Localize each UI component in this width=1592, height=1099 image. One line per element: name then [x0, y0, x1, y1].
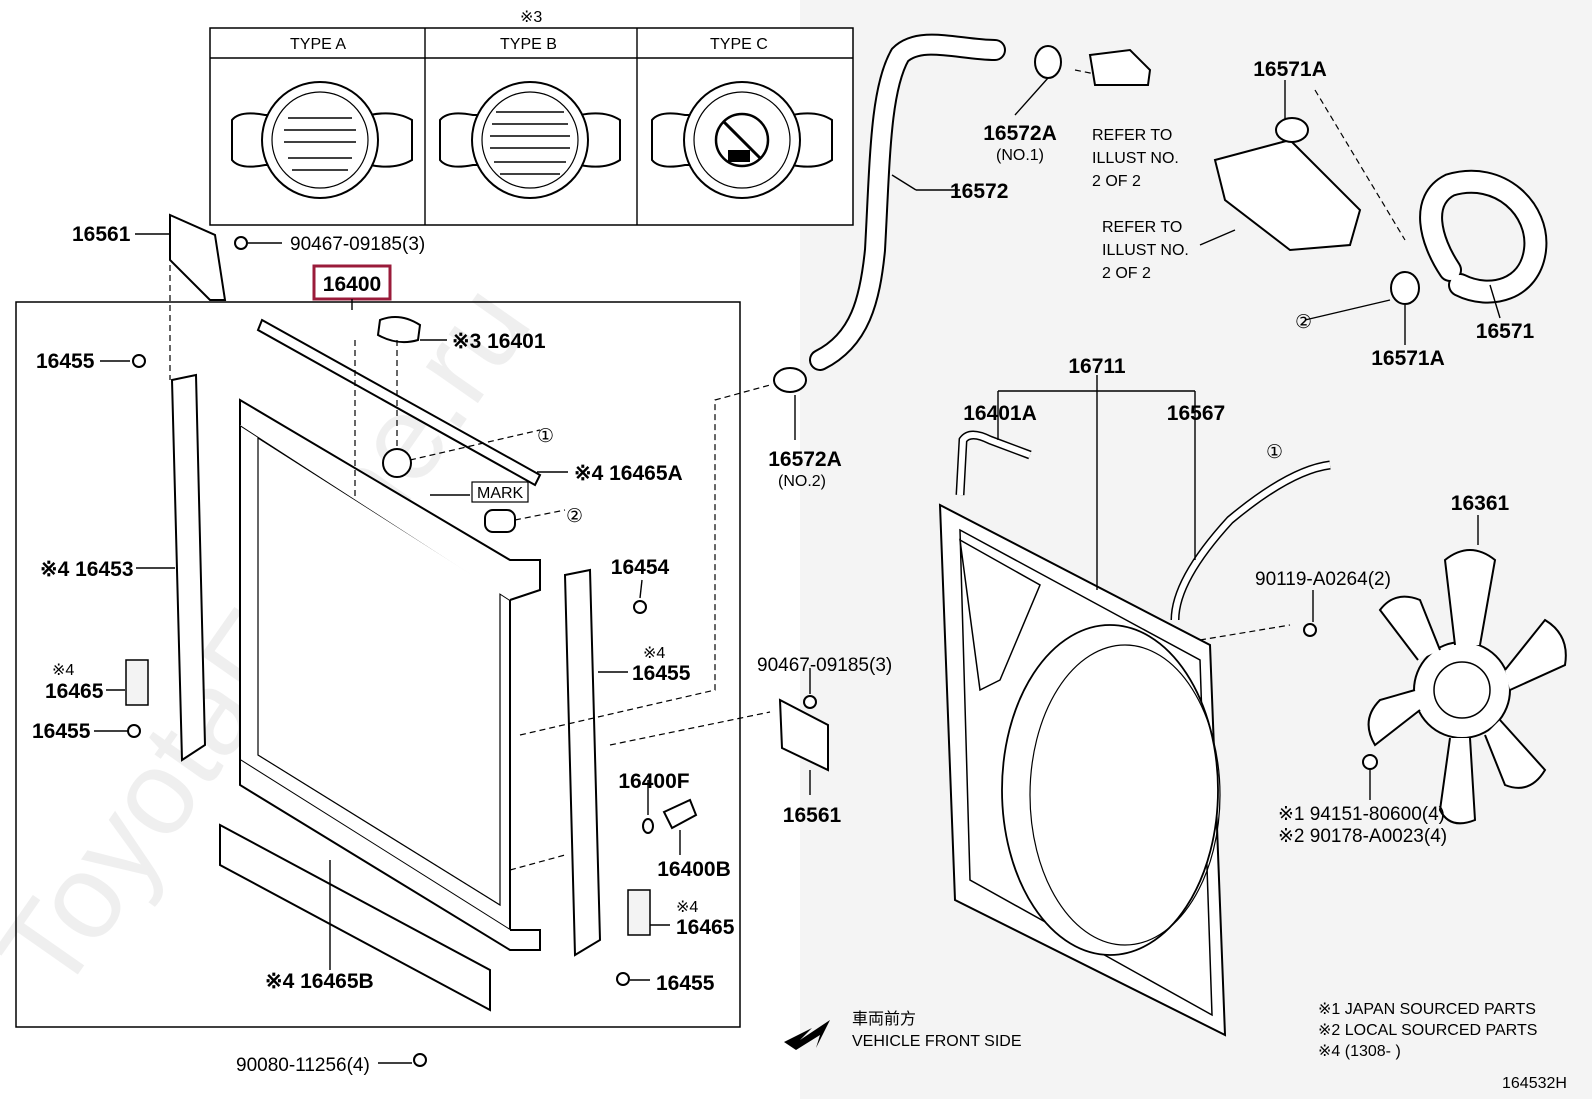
callout-16455-b[interactable]: 16455 — [32, 720, 91, 743]
cap-type-b-header: TYPE B — [500, 36, 557, 53]
bracket-16561-top — [169, 213, 227, 301]
callout-16401a[interactable]: 16401A — [963, 402, 1037, 425]
callout-no2: (NO.2) — [778, 473, 826, 490]
leader-lines — [94, 77, 1501, 1064]
callout-16400f[interactable]: 16400F — [618, 770, 689, 793]
callout-90467-top[interactable]: 90467-09185(3) — [290, 234, 425, 255]
bottom-seal-16465b — [219, 823, 491, 1012]
note-2: ※2 LOCAL SOURCED PARTS — [1318, 1022, 1537, 1039]
bracket-16561-right — [778, 698, 829, 772]
refer-1-line-1: REFER TO — [1092, 127, 1172, 144]
dashed-leaders — [169, 69, 1421, 871]
vehicle-front-indicator: 車両前方 VEHICLE FRONT SIDE — [784, 1010, 1022, 1050]
callout-16401[interactable]: ※3 16401 — [452, 330, 546, 353]
clamp-16572a-no1 — [1034, 45, 1062, 79]
side-support-left — [170, 373, 207, 762]
callout-90080[interactable]: 90080-11256(4) — [236, 1055, 370, 1076]
callout-16454[interactable]: 16455 — [632, 662, 691, 685]
callout-90178[interactable]: ※2 90178-A0023(4) — [1278, 826, 1447, 847]
top-seal-16465a — [256, 318, 542, 487]
outlet-fitting — [1088, 48, 1152, 86]
cap-type-a-header: TYPE A — [290, 36, 346, 53]
callout-16455-d[interactable]: 16455 — [656, 972, 715, 995]
callout-16567[interactable]: 16567 — [1167, 402, 1225, 425]
callout-16571a-top[interactable]: 16571A — [1253, 58, 1327, 81]
callouts: 16561 90467-09185(3) 16455 ※3 16401 ① ※4… — [32, 58, 1535, 1076]
seal-16465-right — [627, 889, 651, 936]
note-3: ※4 (1308- ) — [1318, 1043, 1401, 1060]
bolts — [127, 236, 1378, 1067]
refer-2-line-2: ILLUST NO. — [1102, 242, 1189, 259]
callout-16465b[interactable]: ※4 16465B — [265, 970, 374, 993]
callout-16571[interactable]: 16571 — [1476, 320, 1535, 343]
cap-type-c-header: TYPE C — [710, 36, 768, 53]
radiator-cap-type-b — [439, 81, 621, 199]
seal-16465-left — [125, 659, 149, 706]
direction-jp: 車両前方 — [852, 1010, 916, 1028]
callout-16561-right[interactable]: 16561 — [783, 804, 842, 827]
callout-16465-right[interactable]: 16465 — [676, 916, 735, 939]
side-support-right — [563, 568, 602, 957]
radiator-cap-type-c — [651, 81, 833, 199]
illustration-id: 164532H — [1502, 1075, 1567, 1092]
callout-mark4-left: ※4 — [52, 662, 74, 679]
o-ring-16400f — [642, 818, 654, 834]
fan-shroud-16711 — [938, 503, 1227, 1037]
callout-mark: MARK — [477, 485, 524, 502]
refer-1-line-3: 2 OF 2 — [1092, 173, 1141, 190]
radiator-assembly-frame — [15, 301, 741, 1028]
callout-16572a-no1[interactable]: 16572A — [983, 122, 1057, 145]
callout-16361[interactable]: 16361 — [1451, 492, 1510, 515]
callout-mark4-right: ※4 — [643, 645, 665, 662]
callout-94151[interactable]: ※1 94151-80600(4) — [1278, 804, 1445, 825]
callout-16465-left[interactable]: 16465 — [45, 680, 104, 703]
direction-en: VEHICLE FRONT SIDE — [852, 1033, 1022, 1050]
callout-circle-1-left: ① — [537, 426, 554, 447]
callout-circle-2-left: ② — [566, 506, 583, 527]
clamp-16571a-bottom — [1390, 271, 1420, 305]
callout-16465a[interactable]: ※4 16465A — [574, 462, 683, 485]
callout-no1: (NO.1) — [996, 147, 1044, 164]
clamp-16572a-no2 — [773, 367, 807, 393]
callout-16453[interactable]: ※4 16453 — [40, 558, 134, 581]
callout-16572[interactable]: 16572 — [950, 180, 1008, 203]
callout-mark4-bottom: ※4 — [676, 899, 698, 916]
cap-group-mark: ※3 — [520, 9, 542, 26]
note-1: ※1 JAPAN SOURCED PARTS — [1318, 1001, 1536, 1018]
refer-2-line-1: REFER TO — [1102, 219, 1182, 236]
arrow-icon — [784, 1020, 830, 1050]
notes: ※1 JAPAN SOURCED PARTS ※2 LOCAL SOURCED … — [1318, 1001, 1567, 1092]
callout-16455-a[interactable]: 16455 — [36, 350, 95, 373]
filler-neck — [382, 448, 412, 478]
callout-16572a-no2[interactable]: 16572A — [768, 448, 842, 471]
drain-cock-16400b — [662, 798, 698, 830]
callout-16571a-bottom[interactable]: 16571A — [1371, 347, 1445, 370]
clamp-16571a-top — [1275, 117, 1309, 143]
radiator-cap-type-a — [231, 81, 413, 199]
radiator-core — [219, 315, 542, 1012]
highlight-part-number[interactable]: 16400 — [323, 273, 381, 296]
callout-16400b[interactable]: 16400B — [657, 858, 731, 881]
fan-16361 — [1367, 549, 1567, 825]
callout-16561-top[interactable]: 16561 — [72, 223, 131, 246]
callout-90467-right[interactable]: 90467-09185(3) — [757, 655, 892, 676]
callout-90119[interactable]: 90119-A0264(2) — [1255, 569, 1391, 590]
callout-circle-2-right: ② — [1295, 312, 1312, 333]
refer-2-line-3: 2 OF 2 — [1102, 265, 1151, 282]
callout-16455-c[interactable]: 16454 — [611, 556, 670, 579]
gasket-16401 — [376, 315, 422, 344]
callout-circle-1-right: ① — [1266, 442, 1283, 463]
cap-type-table: ※3 TYPE A TYPE B TYPE C — [209, 9, 854, 226]
callout-16711[interactable]: 16711 — [1068, 355, 1126, 378]
refer-1-line-2: ILLUST NO. — [1092, 150, 1179, 167]
upper-inlet — [484, 509, 516, 533]
